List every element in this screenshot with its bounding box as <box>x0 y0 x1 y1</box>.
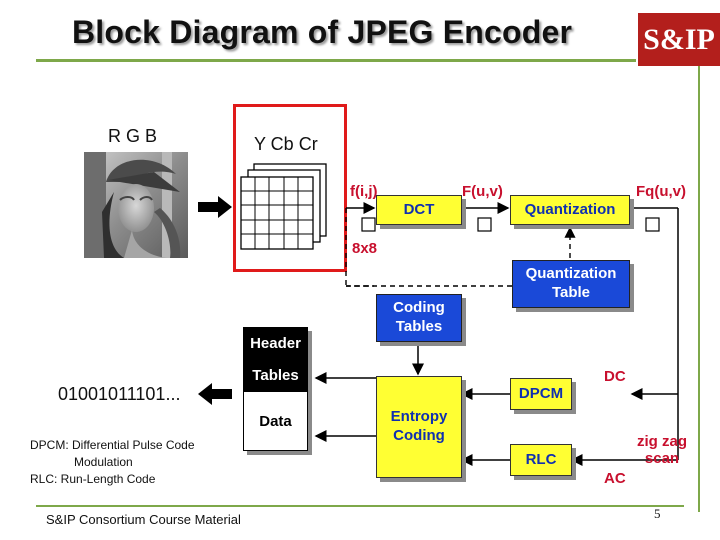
dpcm-block: DPCM <box>510 378 572 410</box>
f-ij-label: f(i,j) <box>350 183 378 200</box>
zigzag-scan-label: zig zag scan <box>636 433 687 467</box>
input-photo <box>84 152 188 258</box>
page-number: 5 <box>654 506 661 521</box>
entropy-coding-block: Entropy Coding <box>376 376 462 478</box>
ycbcr-label: Y Cb Cr <box>254 134 318 154</box>
output-stream-stack: Header Tables Data <box>243 327 308 451</box>
dpcm-note-line1: DPCM: Differential Pulse Code <box>30 438 195 452</box>
input-arrow <box>198 196 232 218</box>
dct-block: DCT <box>376 195 462 225</box>
bottom-border-line <box>36 505 684 507</box>
color-conversion-frame <box>233 104 347 272</box>
block-size-label: 8x8 <box>352 240 378 257</box>
rgb-label: R G B <box>108 126 158 146</box>
tables-segment: Tables <box>243 359 308 391</box>
rlc-note: RLC: Run-Length Code <box>30 472 156 486</box>
footer-text: S&IP Consortium Course Material <box>46 512 241 527</box>
fq-uv-label: Fq(u,v) <box>636 183 686 200</box>
right-border-line <box>698 66 700 512</box>
header-segment: Header <box>243 327 308 359</box>
quantization-table-block: Quantization Table <box>512 260 630 308</box>
coding-tables-block: Coding Tables <box>376 294 462 342</box>
rlc-block: RLC <box>510 444 572 476</box>
bitstream-label: 01001011101... <box>58 384 181 404</box>
f-uv-label: F(u,v) <box>462 183 503 200</box>
quantization-block: Quantization <box>510 195 630 225</box>
slide-title: Block Diagram of JPEG Encoder <box>72 14 573 50</box>
ac-label: AC <box>604 470 626 487</box>
sip-logo: S&IP <box>638 13 720 66</box>
data-segment: Data <box>243 391 308 451</box>
title-underline <box>36 59 636 62</box>
dpcm-note-line2: Modulation <box>74 455 133 469</box>
dc-label: DC <box>604 368 626 385</box>
